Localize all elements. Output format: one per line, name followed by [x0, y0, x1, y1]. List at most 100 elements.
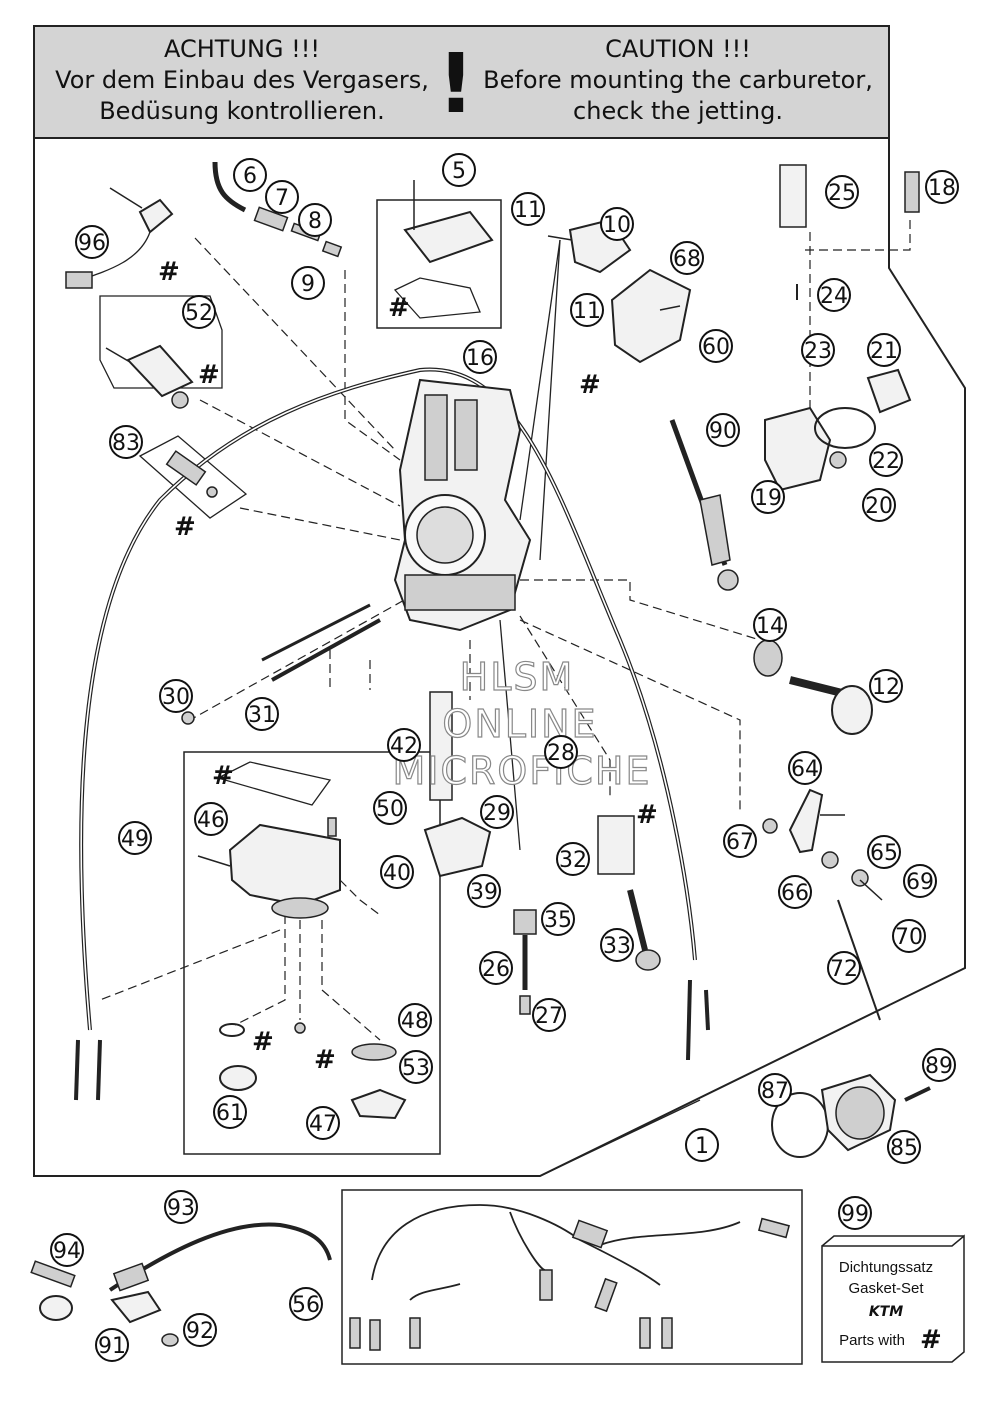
- throttle-cables: [74, 367, 710, 1101]
- callout-number: 26: [482, 957, 510, 982]
- accelerator-pump: [764, 164, 920, 492]
- callout-circle: [289, 1287, 323, 1321]
- callout-circle: [164, 1190, 198, 1224]
- callout-number: 10: [603, 213, 631, 238]
- callout-number: 93: [167, 1196, 195, 1221]
- callout-circle: [213, 1095, 247, 1129]
- callout-33: 33: [600, 928, 634, 962]
- hose-kit-box: [341, 1189, 803, 1365]
- carburetor-body: [393, 378, 532, 632]
- fuel-screw-group-box: [99, 295, 223, 389]
- callout-39: 39: [467, 874, 501, 908]
- callout-20: 20: [862, 488, 896, 522]
- callout-89: 89: [922, 1048, 956, 1082]
- warning-en-line1: Before mounting the carburetor,: [483, 66, 873, 94]
- callout-circle: [380, 855, 414, 889]
- callout-circle: [298, 203, 332, 237]
- callout-circle: [670, 241, 704, 275]
- callout-67: 67: [723, 824, 757, 858]
- callout-circle: [706, 413, 740, 447]
- callout-number: 46: [197, 808, 225, 833]
- callout-circle: [399, 1050, 433, 1084]
- callout-66: 66: [778, 875, 812, 909]
- gasket-set-markers: # # # # # # # # #: [158, 257, 658, 1075]
- float-bowl-group-box: [183, 751, 441, 1155]
- hash-marker: #: [158, 257, 180, 287]
- callout-number: 52: [185, 301, 213, 326]
- callout-91: 91: [95, 1328, 129, 1362]
- callout-number: 50: [376, 797, 404, 822]
- callout-27: 27: [532, 998, 566, 1032]
- callout-circle: [751, 480, 785, 514]
- callout-number: 60: [702, 335, 730, 360]
- callout-circle: [398, 1003, 432, 1037]
- callout-number: 85: [890, 1136, 918, 1161]
- callout-number: 9: [301, 272, 315, 297]
- callout-number: 64: [791, 757, 819, 782]
- callout-70: 70: [892, 919, 926, 953]
- callout-number: 87: [761, 1079, 789, 1104]
- warning-header: ACHTUNG !!! Vor dem Einbau des Vergasers…: [33, 25, 890, 139]
- callout-number: 6: [243, 164, 257, 189]
- callout-circle: [758, 1073, 792, 1107]
- callout-10: 10: [600, 207, 634, 241]
- mixture-screw-90: [669, 419, 739, 591]
- main-assembly-outline: [33, 137, 966, 1177]
- callout-circle: [159, 679, 193, 713]
- callout-circle: [291, 266, 325, 300]
- throttle-shaft-12: [753, 639, 873, 735]
- callout-number: 42: [390, 734, 418, 759]
- watermark-line3: MICROFICHE: [392, 749, 651, 793]
- callout-number: 90: [709, 419, 737, 444]
- watermark-line2: ONLINE: [442, 702, 597, 746]
- callout-number: 33: [603, 934, 631, 959]
- callout-72: 72: [827, 951, 861, 985]
- callout-circle: [600, 928, 634, 962]
- callout-circle: [922, 1048, 956, 1082]
- callout-number: 53: [402, 1056, 430, 1081]
- callout-14: 14: [753, 608, 787, 642]
- callout-22: 22: [869, 443, 903, 477]
- callout-46: 46: [194, 802, 228, 836]
- gasket-kit-symbol: #: [920, 1325, 942, 1355]
- callout-31: 31: [245, 697, 279, 731]
- callout-number: 56: [292, 1293, 320, 1318]
- slide-group-box: [376, 199, 502, 329]
- callout-number: 99: [841, 1202, 869, 1227]
- callout-61: 61: [213, 1095, 247, 1129]
- callout-number: 23: [804, 339, 832, 364]
- watermark: HLSM ONLINE MICROFICHE: [392, 654, 651, 793]
- gasket-kit-note: Parts with: [839, 1332, 905, 1349]
- callout-circle: [869, 443, 903, 477]
- callout-circle: [109, 425, 143, 459]
- jet-parts: [181, 603, 661, 1015]
- callout-number: 18: [928, 176, 956, 201]
- callout-52: 52: [182, 295, 216, 329]
- callout-26: 26: [479, 951, 513, 985]
- callout-circle: [827, 951, 861, 985]
- callout-circle: [182, 295, 216, 329]
- callout-number: 39: [470, 880, 498, 905]
- callout-23: 23: [801, 333, 835, 367]
- hose-kit: [349, 1204, 790, 1351]
- callout-64: 64: [788, 751, 822, 785]
- gasket-kit-line2: Gasket-Set: [848, 1280, 924, 1297]
- hash-marker: #: [636, 800, 658, 830]
- hash-marker: #: [198, 360, 220, 390]
- callout-93: 93: [164, 1190, 198, 1224]
- warning-de-line2: Bedüsung kontrollieren.: [99, 97, 385, 125]
- callout-number: 31: [248, 703, 276, 728]
- callout-circle: [887, 1130, 921, 1164]
- callout-18: 18: [925, 170, 959, 204]
- callout-circle: [867, 835, 901, 869]
- callout-circle: [183, 1313, 217, 1347]
- callout-circle: [118, 821, 152, 855]
- callout-7: 7: [265, 180, 299, 214]
- callout-circle: [544, 735, 578, 769]
- callout-number: 7: [275, 186, 289, 211]
- callout-8: 8: [298, 203, 332, 237]
- callout-92: 92: [183, 1313, 217, 1347]
- callout-number: 94: [53, 1239, 81, 1264]
- callout-circle: [788, 751, 822, 785]
- watermark-line1: HLSM: [460, 655, 575, 699]
